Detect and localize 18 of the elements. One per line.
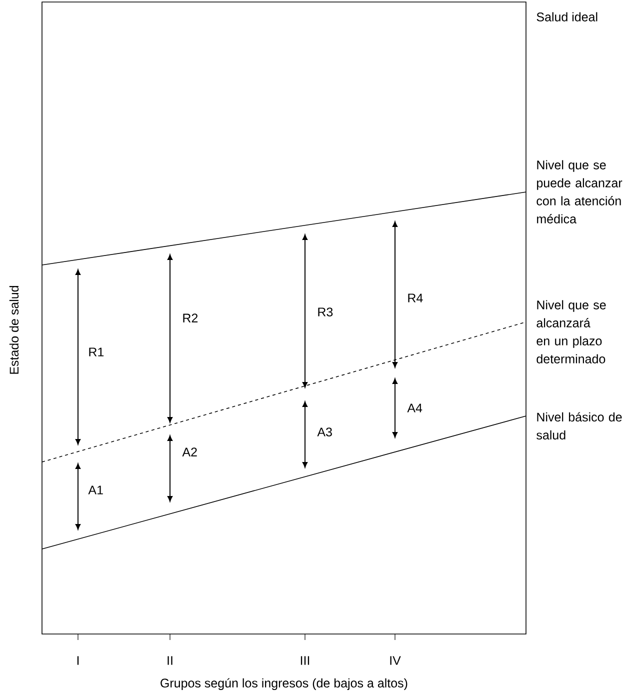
measure-label: R1 [89, 348, 104, 356]
tick-label: II [168, 656, 172, 665]
level-label: Nivel que se puede alcanzar con la atención médica [536, 160, 622, 224]
tick-label: III [300, 656, 310, 665]
axis-title: Grupos según los ingresos (de bajos a altos) [160, 678, 408, 690]
measure-label: R2 [183, 314, 198, 322]
measure-label: A3 [317, 428, 332, 436]
measure-label: A2 [182, 448, 197, 456]
measure-label: R4 [408, 294, 423, 302]
axis-title: Estado de salud [9, 286, 19, 374]
tick-label: IV [390, 656, 401, 665]
measure-label: A1 [88, 486, 103, 494]
level-label: Nivel que se alcanzará en un plazo determinado [536, 300, 606, 364]
level-label: Salud ideal [536, 12, 598, 22]
measure-label: A4 [407, 404, 422, 412]
tick-label: I [77, 656, 79, 665]
level-label: Nivel básico de salud [536, 412, 622, 440]
measure-label: R3 [318, 308, 333, 316]
